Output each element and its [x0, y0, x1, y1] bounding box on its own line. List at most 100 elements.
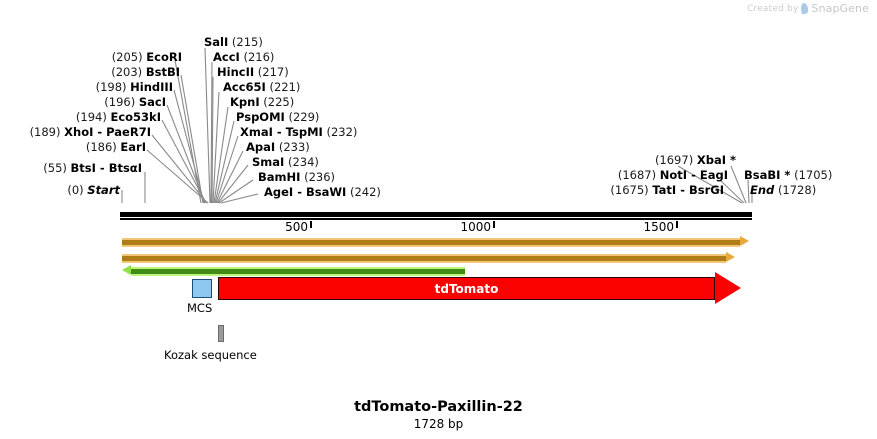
arrow-body — [122, 238, 740, 247]
plasmid-size: 1728 bp — [413, 417, 464, 432]
site-enzyme: AgeI - BsaWI — [264, 185, 347, 199]
site-label-xmai-tspmi: XmaI - TspMI (232) — [240, 125, 358, 139]
site-label-smai: SmaI (234) — [252, 155, 319, 169]
site-label-xbai: (1697) XbaI * — [654, 153, 736, 167]
site-position: (55) — [43, 161, 67, 175]
ruler-label-1000: 1000 — [460, 220, 491, 234]
site-enzyme: HindIII — [130, 80, 173, 94]
plasmid-title: tdTomato-Paxillin-22 — [354, 399, 523, 415]
site-enzyme: HincII — [217, 65, 255, 79]
site-position: (215) — [231, 35, 263, 49]
arrow-body — [131, 267, 465, 276]
site-enzyme: BamHI — [258, 170, 301, 184]
site-label-bsabi: BsaBI * (1705) — [744, 168, 833, 182]
site-position: (1675) — [610, 183, 649, 197]
site-enzyme: SalI — [204, 35, 229, 49]
site-enzyme: KpnI — [230, 95, 260, 109]
ruler-label-500: 500 — [285, 220, 308, 234]
site-position: (221) — [269, 80, 301, 94]
site-enzyme: ApaI — [246, 140, 276, 154]
arrow-head-right-icon — [740, 236, 749, 246]
ruler-tick-1000 — [493, 221, 495, 228]
site-position: (203) — [111, 65, 143, 79]
site-label-agei-bsawi: AgeI - BsaWI (242) — [264, 185, 381, 199]
watermark-prefix: Created by — [746, 3, 799, 14]
site-label-saci: (196) SacI — [104, 95, 166, 109]
feature-arrow-orange-1[interactable] — [122, 236, 750, 247]
site-position: (229) — [288, 110, 320, 124]
site-enzyme: Start — [87, 183, 120, 197]
arrow-head-left-icon — [122, 265, 131, 275]
site-position: (194) — [75, 110, 107, 124]
plasmid-backbone-shadow — [120, 218, 752, 220]
site-position: (242) — [349, 185, 381, 199]
site-position: (0) — [67, 183, 84, 197]
site-position: (196) — [104, 95, 136, 109]
site-enzyme: NotI - EagI — [659, 168, 728, 182]
site-label-btsi-btsai: (55) BtsI - BtsαI — [43, 161, 142, 175]
site-enzyme: EcoRI — [146, 50, 182, 64]
site-position: (1728) — [777, 183, 817, 197]
site-label-eari: (186) EarI — [85, 140, 146, 154]
site-label-kpni: KpnI (225) — [230, 95, 295, 109]
feature-mcs-label: MCS — [187, 301, 213, 315]
site-position: (1697) — [654, 153, 694, 167]
feature-arrow-orange-2[interactable] — [122, 252, 736, 263]
site-position: (236) — [304, 170, 336, 184]
arrow-body — [122, 254, 726, 263]
site-enzyme: PspOMI — [236, 110, 285, 124]
site-position: (186) — [85, 140, 117, 154]
site-position: (234) — [287, 155, 319, 169]
site-enzyme: XmaI - TspMI — [240, 125, 323, 139]
site-label-hindiii: (198) HindIII — [95, 80, 173, 94]
site-label-noti-eagi: (1687) NotI - EagI — [617, 168, 728, 182]
site-position: (205) — [111, 50, 143, 64]
site-position: (1705) — [794, 168, 833, 182]
title-block: tdTomato-Paxillin-22 1728 bp — [0, 399, 877, 433]
site-label-acci: AccI (216) — [213, 50, 275, 64]
site-label-apai: ApaI (233) — [246, 140, 310, 154]
site-enzyme: Acc65I — [223, 80, 266, 94]
watermark-brand: SnapGene — [811, 2, 869, 15]
site-enzyme: XhoI - PaeR7I — [64, 125, 151, 139]
arrow-head-right-icon — [726, 252, 735, 262]
feature-arrow-green[interactable] — [122, 265, 465, 276]
site-label-bamhi: BamHI (236) — [258, 170, 336, 184]
site-position: (198) — [95, 80, 127, 94]
feature-kozak-label: Kozak sequence — [164, 348, 257, 362]
site-label-xhoi-paer7i: (189) XhoI - PaeR7I — [29, 125, 151, 139]
site-label-ecori: (205) EcoRI — [111, 50, 182, 64]
snapgene-leaf-icon — [800, 2, 810, 15]
site-enzyme: TatI - BsrGI — [652, 183, 724, 197]
feature-kozak-box[interactable] — [218, 325, 224, 342]
feature-tdtomato-label: tdTomato — [434, 281, 499, 296]
site-label-tati-bsrgi: (1675) TatI - BsrGI — [610, 183, 724, 197]
site-enzyme: AccI — [213, 50, 240, 64]
ruler-tick-500 — [310, 221, 312, 228]
site-enzyme: EarI — [120, 140, 146, 154]
feature-mcs-box[interactable] — [192, 279, 212, 298]
site-label-pspomi: PspOMI (229) — [236, 110, 320, 124]
arrow-head-right-icon — [715, 272, 741, 304]
site-position: (225) — [263, 95, 295, 109]
site-label-start: (0) Start — [67, 183, 120, 197]
site-enzyme: BsaBI * — [744, 168, 791, 182]
site-label-end: End (1728) — [750, 183, 817, 197]
site-enzyme: XbaI * — [696, 153, 736, 167]
site-enzyme: SmaI — [252, 155, 285, 169]
feature-tdtomato-body — [218, 277, 715, 300]
site-enzyme: SacI — [138, 95, 166, 109]
site-position: (189) — [29, 125, 61, 139]
site-label-bstbi: (203) BstBI — [111, 65, 180, 79]
site-position: (233) — [278, 140, 310, 154]
snapgene-watermark: Created by SnapGene — [747, 2, 869, 15]
site-position: (217) — [257, 65, 289, 79]
site-label-hincii: HincII (217) — [217, 65, 289, 79]
site-enzyme: Eco53kI — [110, 110, 161, 124]
ruler-tick-1500 — [676, 221, 678, 228]
site-position: (216) — [243, 50, 275, 64]
site-position: (1687) — [617, 168, 657, 182]
site-position: (232) — [326, 125, 358, 139]
site-label-eco53ki: (194) Eco53kI — [75, 110, 161, 124]
site-enzyme: End — [750, 183, 775, 197]
